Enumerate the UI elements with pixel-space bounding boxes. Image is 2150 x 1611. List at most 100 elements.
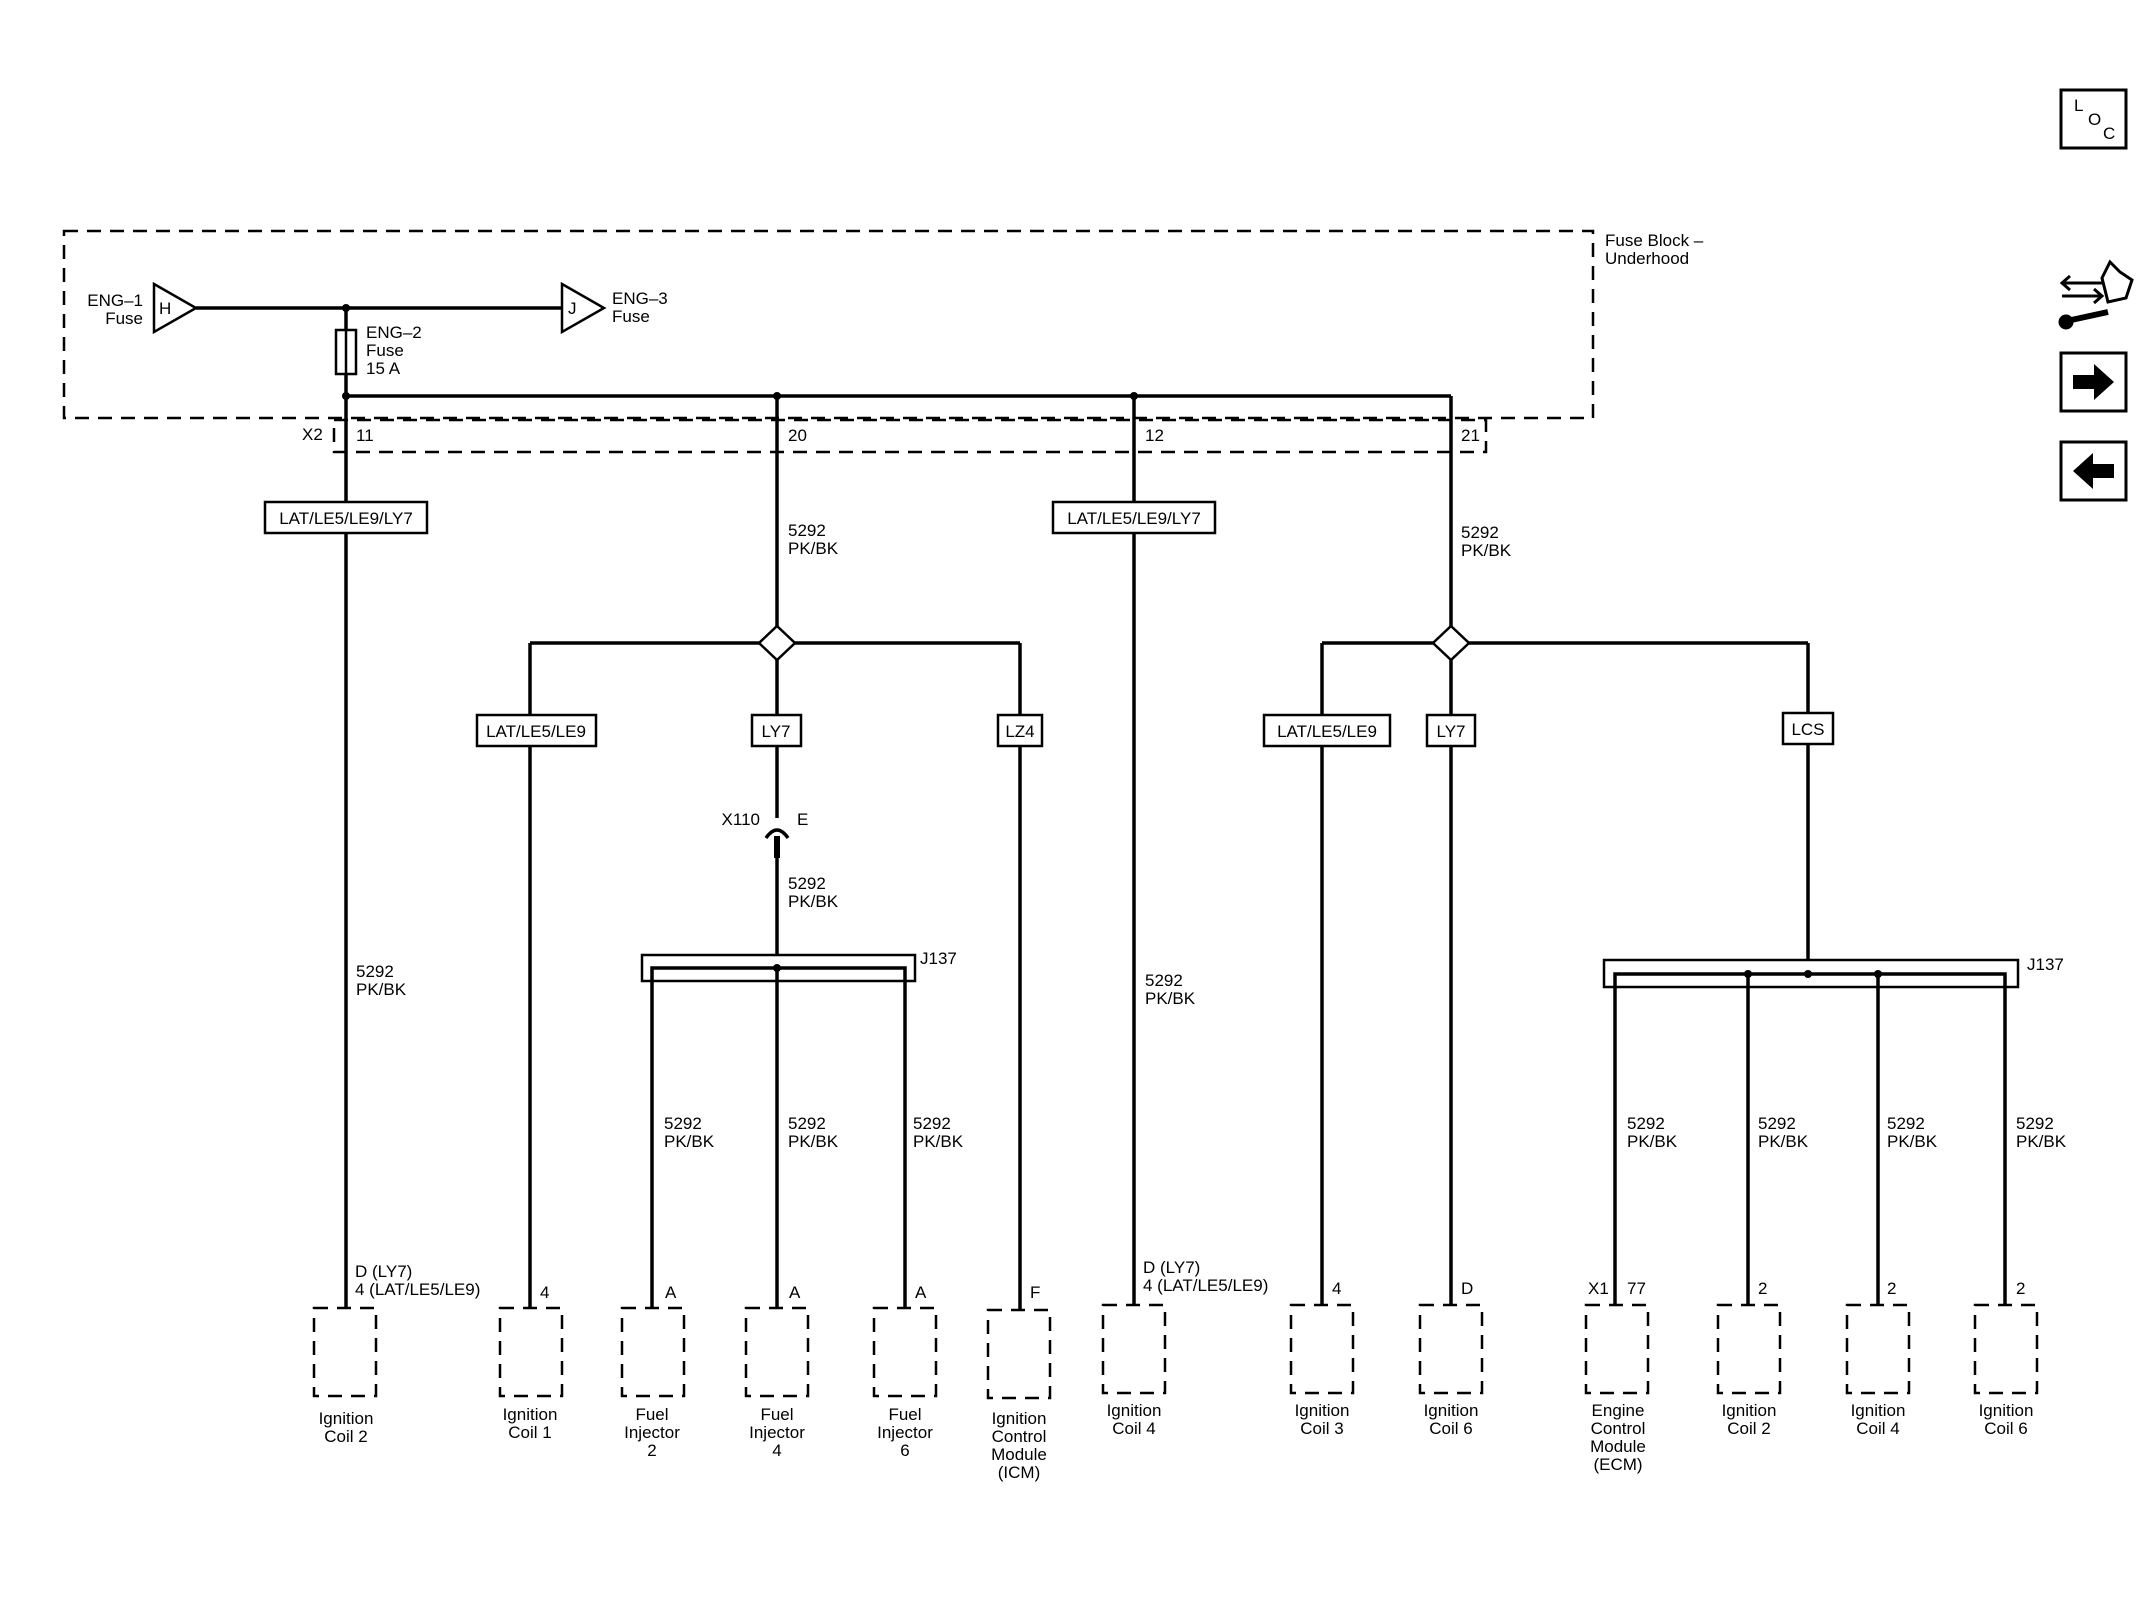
component-fuel-injector-4: Fuel Injector 4 [744, 1306, 810, 1460]
svg-text:PK/BK: PK/BK [913, 1132, 964, 1151]
svg-text:Injector: Injector [877, 1423, 933, 1442]
svg-text:(ICM): (ICM) [998, 1463, 1040, 1482]
svg-text:Fuel: Fuel [760, 1405, 793, 1424]
svg-text:ENG–2: ENG–2 [366, 323, 422, 342]
svg-text:C: C [2103, 124, 2115, 143]
svg-text:D (LY7): D (LY7) [1143, 1258, 1200, 1277]
svg-text:Ignition: Ignition [503, 1405, 558, 1424]
component-ignition-coil-4: Ignition Coil 4 [1101, 1303, 1167, 1438]
svg-text:Ignition: Ignition [1295, 1401, 1350, 1420]
svg-text:Coil 4: Coil 4 [1856, 1419, 1899, 1438]
svg-text:A: A [789, 1283, 801, 1302]
option-label-d: LY7 [762, 722, 791, 741]
svg-text:J: J [568, 299, 577, 318]
inline-connector-x110: X110 E [722, 810, 808, 858]
fuse-block-title-2: Underhood [1605, 249, 1689, 268]
arrow-left-icon [2073, 453, 2114, 489]
svg-text:PK/BK: PK/BK [664, 1132, 715, 1151]
svg-text:4: 4 [540, 1283, 549, 1302]
splice-diamond-right [1431, 624, 1471, 662]
svg-text:J137: J137 [920, 949, 957, 968]
svg-text:(ECM): (ECM) [1593, 1455, 1642, 1474]
svg-text:5292: 5292 [1887, 1114, 1925, 1133]
svg-text:Coil 1: Coil 1 [508, 1423, 551, 1442]
svg-text:D (LY7): D (LY7) [355, 1262, 412, 1281]
connector-tool-button[interactable] [2058, 259, 2134, 330]
splice-diamond-left [757, 624, 797, 662]
svg-text:PK/BK: PK/BK [788, 892, 839, 911]
svg-text:PK/BK: PK/BK [788, 539, 839, 558]
svg-text:E: E [797, 810, 808, 829]
component-ignition-control-module: Ignition Control Module (ICM) [986, 1308, 1052, 1482]
svg-text:15 A: 15 A [366, 359, 401, 378]
previous-page-button[interactable] [2059, 440, 2128, 502]
svg-text:PK/BK: PK/BK [1758, 1132, 1809, 1151]
svg-text:Fuel: Fuel [635, 1405, 668, 1424]
svg-text:5292: 5292 [788, 521, 826, 540]
svg-text:5292: 5292 [1145, 971, 1183, 990]
component-ignition-coil-6-right: Ignition Coil 6 [1973, 1303, 2039, 1438]
svg-text:A: A [915, 1283, 927, 1302]
component-fuel-injector-6: Fuel Injector 6 [872, 1306, 938, 1460]
svg-text:Engine: Engine [1592, 1401, 1645, 1420]
svg-text:Module: Module [991, 1445, 1047, 1464]
svg-text:PK/BK: PK/BK [1145, 989, 1196, 1008]
svg-text:Coil 6: Coil 6 [1984, 1419, 2027, 1438]
svg-text:2: 2 [2016, 1279, 2025, 1298]
svg-text:PK/BK: PK/BK [356, 980, 407, 999]
svg-text:PK/BK: PK/BK [1461, 541, 1512, 560]
svg-text:Ignition: Ignition [1107, 1401, 1162, 1420]
svg-text:O: O [2088, 110, 2101, 129]
eng2-fuse: ENG–2 Fuse 15 A [334, 323, 422, 378]
svg-text:Injector: Injector [749, 1423, 805, 1442]
svg-text:X1: X1 [1588, 1279, 1609, 1298]
svg-text:PK/BK: PK/BK [788, 1132, 839, 1151]
svg-text:Module: Module [1590, 1437, 1646, 1456]
eng3-fuse: J ENG–3 Fuse [560, 281, 668, 335]
svg-text:6: 6 [900, 1441, 909, 1460]
option-label-g: LY7 [1437, 722, 1466, 741]
option-label-h: LCS [1791, 720, 1824, 739]
connector-x2: X2 11 20 12 21 [302, 418, 1488, 454]
option-label-b: LAT/LE5/LE9/LY7 [1067, 509, 1201, 528]
svg-text:Fuse: Fuse [612, 307, 650, 326]
next-page-button[interactable] [2059, 351, 2128, 413]
loc-button[interactable]: L O C [2059, 88, 2128, 150]
svg-text:D: D [1461, 1279, 1473, 1298]
svg-text:21: 21 [1461, 426, 1480, 445]
svg-text:Ignition: Ignition [319, 1409, 374, 1428]
component-fuel-injector-2: Fuel Injector 2 [620, 1306, 686, 1460]
svg-text:Injector: Injector [624, 1423, 680, 1442]
svg-text:A: A [665, 1283, 677, 1302]
eng1-fuse: ENG–1 Fuse H [87, 281, 199, 335]
svg-text:5292: 5292 [356, 962, 394, 981]
component-ignition-coil-2-right: Ignition Coil 2 [1716, 1303, 1782, 1438]
svg-text:Ignition: Ignition [992, 1409, 1047, 1428]
svg-text:Ignition: Ignition [1722, 1401, 1777, 1420]
svg-text:X2: X2 [302, 425, 323, 444]
svg-text:4: 4 [772, 1441, 781, 1460]
svg-text:Coil 2: Coil 2 [324, 1427, 367, 1446]
fuse-block-title-1: Fuse Block – [1605, 231, 1704, 250]
svg-text:Coil 6: Coil 6 [1429, 1419, 1472, 1438]
arrow-right-icon [2073, 364, 2114, 400]
svg-text:J137: J137 [2027, 955, 2064, 974]
svg-text:12: 12 [1145, 426, 1164, 445]
svg-text:Ignition: Ignition [1851, 1401, 1906, 1420]
svg-text:4 (LAT/LE5/LE9): 4 (LAT/LE5/LE9) [1143, 1276, 1268, 1295]
connector-tool-icon [2058, 259, 2134, 330]
svg-text:ENG–3: ENG–3 [612, 289, 668, 308]
svg-text:Ignition: Ignition [1424, 1401, 1479, 1420]
svg-text:PK/BK: PK/BK [1887, 1132, 1938, 1151]
svg-text:Fuel: Fuel [888, 1405, 921, 1424]
svg-text:5292: 5292 [664, 1114, 702, 1133]
svg-text:5292: 5292 [1461, 523, 1499, 542]
svg-text:X110: X110 [722, 810, 760, 829]
component-engine-control-module: Engine Control Module (ECM) [1584, 1303, 1650, 1474]
svg-text:5292: 5292 [788, 874, 826, 893]
svg-text:77: 77 [1627, 1279, 1646, 1298]
svg-text:4 (LAT/LE5/LE9): 4 (LAT/LE5/LE9) [355, 1280, 480, 1299]
svg-text:PK/BK: PK/BK [1627, 1132, 1678, 1151]
svg-text:2: 2 [1887, 1279, 1896, 1298]
